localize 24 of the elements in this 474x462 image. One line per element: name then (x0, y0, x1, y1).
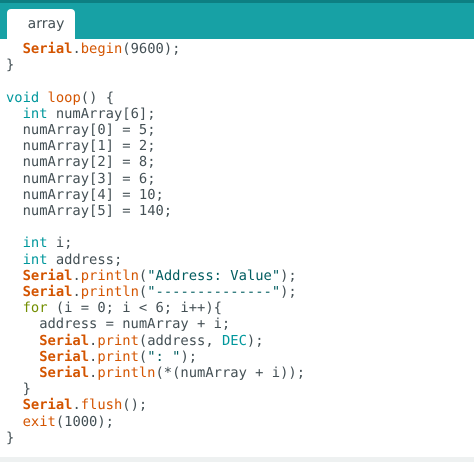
code-line: numArray[5] = 140; (22, 203, 172, 219)
code-line: Serial.println(*(numArray + i)); (39, 365, 306, 381)
code-line: numArray[3] = 6; (22, 170, 156, 187)
file-tab: array (7, 9, 75, 39)
code-line: Serial.flush(); (22, 397, 148, 414)
code-line: numArray[2] = 8; (22, 154, 156, 170)
code-line: } (6, 57, 14, 74)
code-line: Serial.println("Address: Value"); (22, 268, 297, 284)
code-line: Serial.print(": "); (39, 348, 198, 365)
code-line: numArray[4] = 10; (22, 186, 164, 203)
code-line: Serial.print(address, DEC); (39, 332, 264, 349)
code-line: exit(1000); (22, 414, 114, 430)
code-line: Serial.println("--------------"); (22, 284, 297, 300)
code-line: int numArray[6]; (22, 106, 156, 122)
code-line: numArray[0] = 5; (22, 122, 156, 138)
code-line: void loop() { (6, 90, 114, 106)
code-line: int i; (22, 235, 72, 252)
code-line: } (22, 381, 31, 398)
code-line: Serial.begin(9600); (22, 41, 180, 57)
code-line: int address; (22, 252, 122, 268)
code-line: numArray[1] = 2; (22, 138, 156, 154)
code-line: } (6, 430, 14, 446)
code-line: address = numArray + i; (39, 316, 230, 332)
code-line: for (i = 0; i < 6; i++){ (22, 300, 222, 316)
